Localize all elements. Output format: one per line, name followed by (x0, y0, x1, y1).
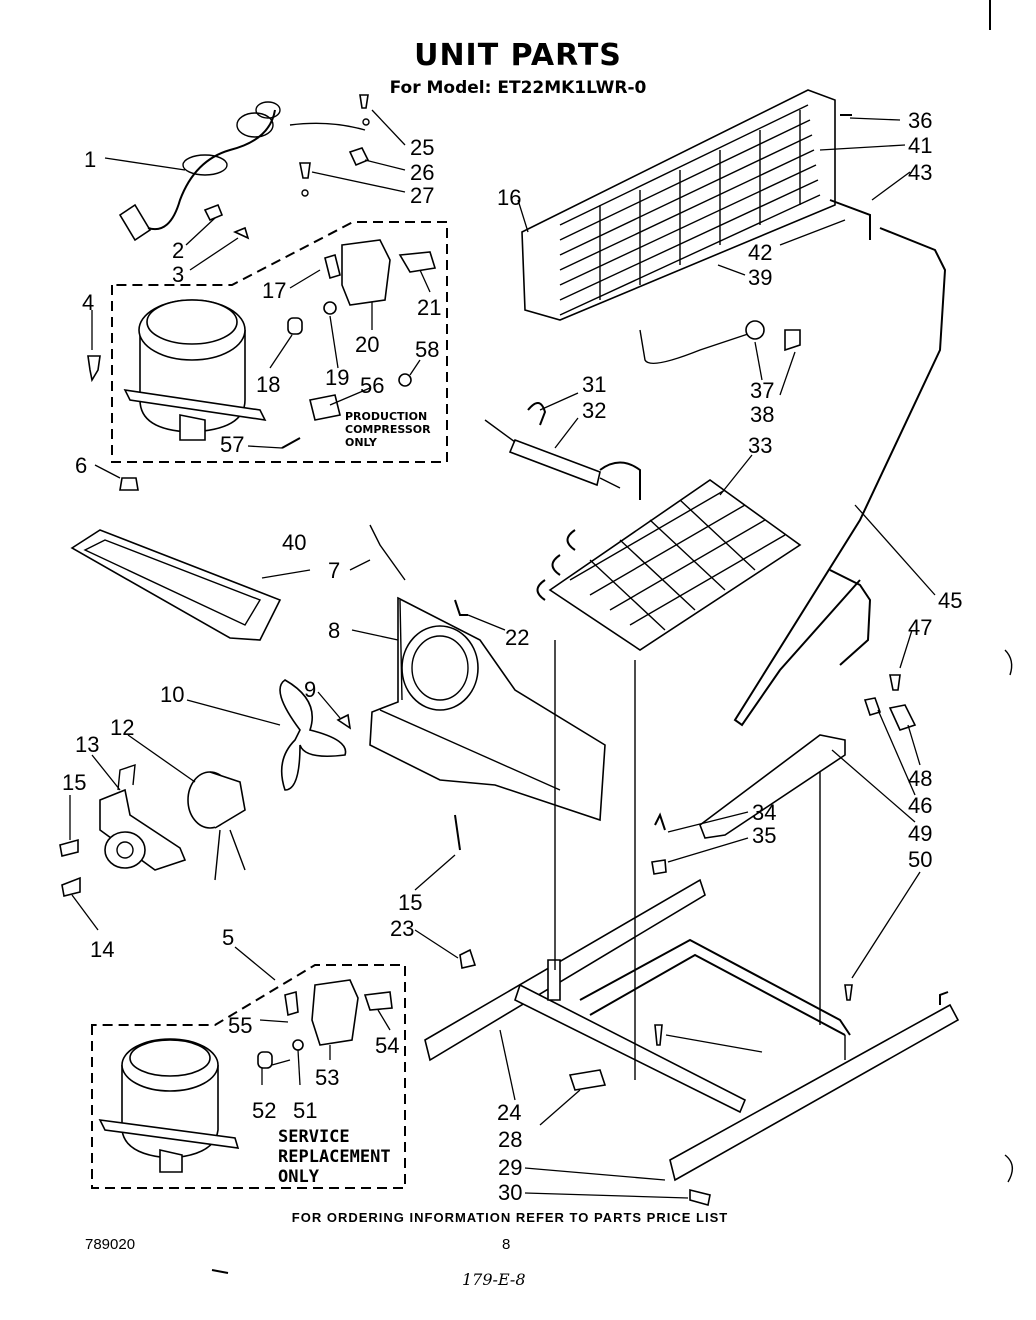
callout-numbers: 1 2 3 4 5 6 7 8 9 10 12 13 14 15 15 16 1… (62, 108, 962, 1205)
fan-shroud (369, 524, 606, 851)
callout-9: 9 (304, 677, 316, 702)
callout-17: 17 (262, 278, 286, 303)
callout-16: 16 (497, 185, 521, 210)
power-cord (118, 101, 366, 242)
condenser-coil (521, 89, 871, 364)
callout-6: 6 (75, 453, 87, 478)
callout-48: 48 (908, 766, 932, 791)
callout-13: 13 (75, 732, 99, 757)
scan-mark (211, 1269, 229, 1274)
page-number: 8 (502, 1236, 511, 1253)
screws-top (299, 94, 370, 197)
callout-53: 53 (315, 1065, 339, 1090)
fan-blade (279, 679, 352, 791)
callout-43: 43 (908, 160, 932, 185)
callout-31: 31 (582, 372, 606, 397)
callout-29: 29 (498, 1155, 522, 1180)
production-note: PRODUCTION COMPRESSOR ONLY (345, 410, 431, 449)
callout-33: 33 (748, 433, 772, 458)
document-number: 789020 (85, 1236, 136, 1253)
callout-4: 4 (82, 290, 94, 315)
callout-5: 5 (222, 925, 234, 950)
relay-assembly (281, 239, 437, 449)
service-note-line-1: SERVICE (278, 1127, 350, 1147)
callout-54: 54 (375, 1033, 399, 1058)
callout-57: 57 (220, 432, 244, 457)
callout-10: 10 (160, 682, 184, 707)
callout-23: 23 (390, 916, 414, 941)
callout-30: 30 (498, 1180, 522, 1205)
callout-2: 2 (172, 238, 184, 263)
filter-drier (484, 402, 621, 489)
callout-45: 45 (938, 588, 962, 613)
callout-15: 15 (62, 770, 86, 795)
scan-edge-mark-1 (1004, 649, 1013, 676)
callout-47: 47 (908, 615, 932, 640)
callout-8: 8 (328, 618, 340, 643)
callout-55: 55 (228, 1013, 252, 1038)
service-note-line-2: REPLACEMENT (278, 1147, 391, 1167)
fan-motor-bracket (59, 763, 187, 897)
mount-hardware (87, 355, 139, 491)
callout-46: 46 (908, 793, 932, 818)
callout-3: 3 (172, 262, 184, 287)
drain-pan (70, 529, 282, 641)
callout-21: 21 (417, 295, 441, 320)
service-note: SERVICE REPLACEMENT ONLY (278, 1127, 391, 1187)
callout-18: 18 (256, 372, 280, 397)
callout-24: 24 (497, 1100, 521, 1125)
scan-edge-mark-2 (1004, 1154, 1013, 1183)
production-compressor-group (111, 221, 448, 463)
callout-28: 28 (498, 1127, 522, 1152)
callout-15b: 15 (398, 890, 422, 915)
service-compressor-group (91, 964, 406, 1189)
fan-motor (187, 771, 246, 881)
leader-lines (69, 109, 936, 1199)
mount-rail (699, 674, 917, 839)
callout-12: 12 (110, 715, 134, 740)
callout-49: 49 (908, 821, 932, 846)
callout-58: 58 (415, 337, 439, 362)
callout-56: 56 (360, 373, 384, 398)
callout-50: 50 (908, 847, 932, 872)
production-note-line-1: PRODUCTION (345, 410, 427, 423)
production-note-line-3: ONLY (345, 436, 378, 449)
clips-34-35 (651, 812, 667, 875)
callout-19: 19 (325, 365, 349, 390)
callout-26: 26 (410, 160, 434, 185)
production-note-line-2: COMPRESSOR (345, 423, 431, 436)
callout-14: 14 (90, 937, 114, 962)
callout-1: 1 (84, 147, 96, 172)
callout-25: 25 (410, 135, 434, 160)
callout-40: 40 (282, 530, 306, 555)
handwritten-code: 179-E-8 (462, 1270, 526, 1289)
callout-52: 52 (252, 1098, 276, 1123)
callout-27: 27 (410, 183, 434, 208)
base-frame (424, 640, 960, 1207)
callout-42: 42 (748, 240, 772, 265)
service-compressor-illustration (98, 1038, 240, 1173)
evaporator (536, 461, 802, 651)
callout-32: 32 (582, 398, 606, 423)
page-title: UNIT PARTS (414, 38, 622, 73)
ordering-info-note: FOR ORDERING INFORMATION REFER TO PARTS … (291, 1210, 729, 1225)
callout-41: 41 (908, 133, 932, 158)
capillary-tube (733, 227, 947, 727)
callout-38: 38 (750, 402, 774, 427)
callout-20: 20 (355, 332, 379, 357)
callout-39: 39 (748, 265, 772, 290)
callout-37: 37 (750, 378, 774, 403)
service-relay-assembly (257, 979, 393, 1069)
compressor-illustration (123, 299, 267, 441)
service-note-line-3: ONLY (278, 1167, 320, 1187)
callout-51: 51 (293, 1098, 317, 1123)
page-subtitle: For Model: ET22MK1LWR-0 (389, 78, 647, 98)
callout-36: 36 (908, 108, 932, 133)
callout-7: 7 (328, 558, 340, 583)
callout-34: 34 (752, 800, 776, 825)
callout-35: 35 (752, 823, 776, 848)
callout-22: 22 (505, 625, 529, 650)
